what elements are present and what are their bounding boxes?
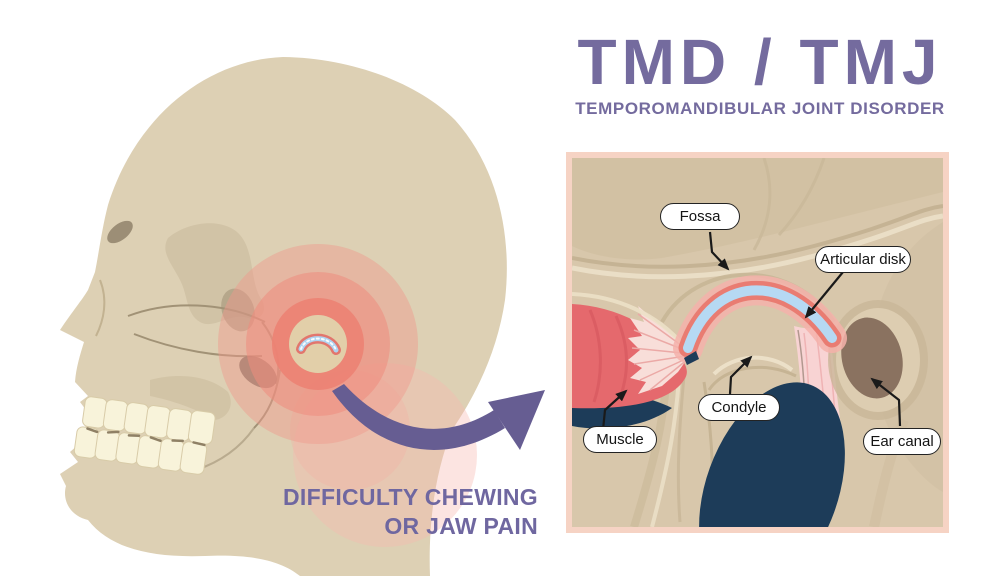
sphenoid-shadow — [221, 288, 255, 332]
articular-disk-arrow — [804, 271, 844, 319]
label-fossa-text: Fossa — [679, 208, 721, 225]
condyle-arrow — [728, 355, 753, 395]
pain-indicator — [218, 244, 477, 547]
symptom-line-1: DIFFICULTY CHEWING — [283, 484, 538, 510]
muscle-shape — [572, 292, 693, 409]
label-fossa: Fossa — [660, 203, 740, 230]
label-condyle-text: Condyle — [711, 399, 767, 416]
label-arrows — [601, 231, 902, 431]
label-ear-canal: Ear canal — [863, 428, 941, 455]
label-muscle-text: Muscle — [596, 431, 644, 448]
tmj-anatomy-illustration — [572, 158, 943, 527]
label-articular-disk: Articular disk — [815, 246, 911, 273]
eye-socket-shadow — [107, 220, 133, 244]
tmj-diagram-panel: Fossa Articular disk Condyle Muscle Ear … — [566, 152, 949, 533]
ear-canal-shape — [828, 300, 928, 420]
zoom-arrow-icon — [332, 384, 545, 450]
teeth — [73, 396, 216, 475]
page-title: TMD / TMJ — [577, 26, 943, 98]
title-block: TMD / TMJ TEMPOROMANDIBULAR JOINT DISORD… — [558, 30, 962, 119]
fossa-arrow — [708, 231, 730, 271]
disk-attachment-mark — [684, 351, 699, 365]
nasal-shading — [95, 279, 106, 337]
label-muscle: Muscle — [583, 426, 657, 453]
mini-disk-icon — [296, 333, 341, 355]
label-condyle: Condyle — [698, 394, 780, 421]
symptom-caption: DIFFICULTY CHEWING OR JAW PAIN — [240, 483, 538, 541]
ear-canal-arrow — [870, 377, 902, 427]
label-ear-canal-text: Ear canal — [870, 433, 934, 450]
label-articular-disk-text: Articular disk — [820, 251, 906, 268]
teeth-occlusion-marks — [86, 427, 206, 447]
symptom-line-2: OR JAW PAIN — [384, 513, 538, 539]
maxilla-shading — [150, 376, 231, 420]
page-subtitle: TEMPOROMANDIBULAR JOINT DISORDER — [575, 99, 945, 118]
muscle-arrow — [601, 389, 628, 431]
skull-illustration — [60, 57, 545, 576]
